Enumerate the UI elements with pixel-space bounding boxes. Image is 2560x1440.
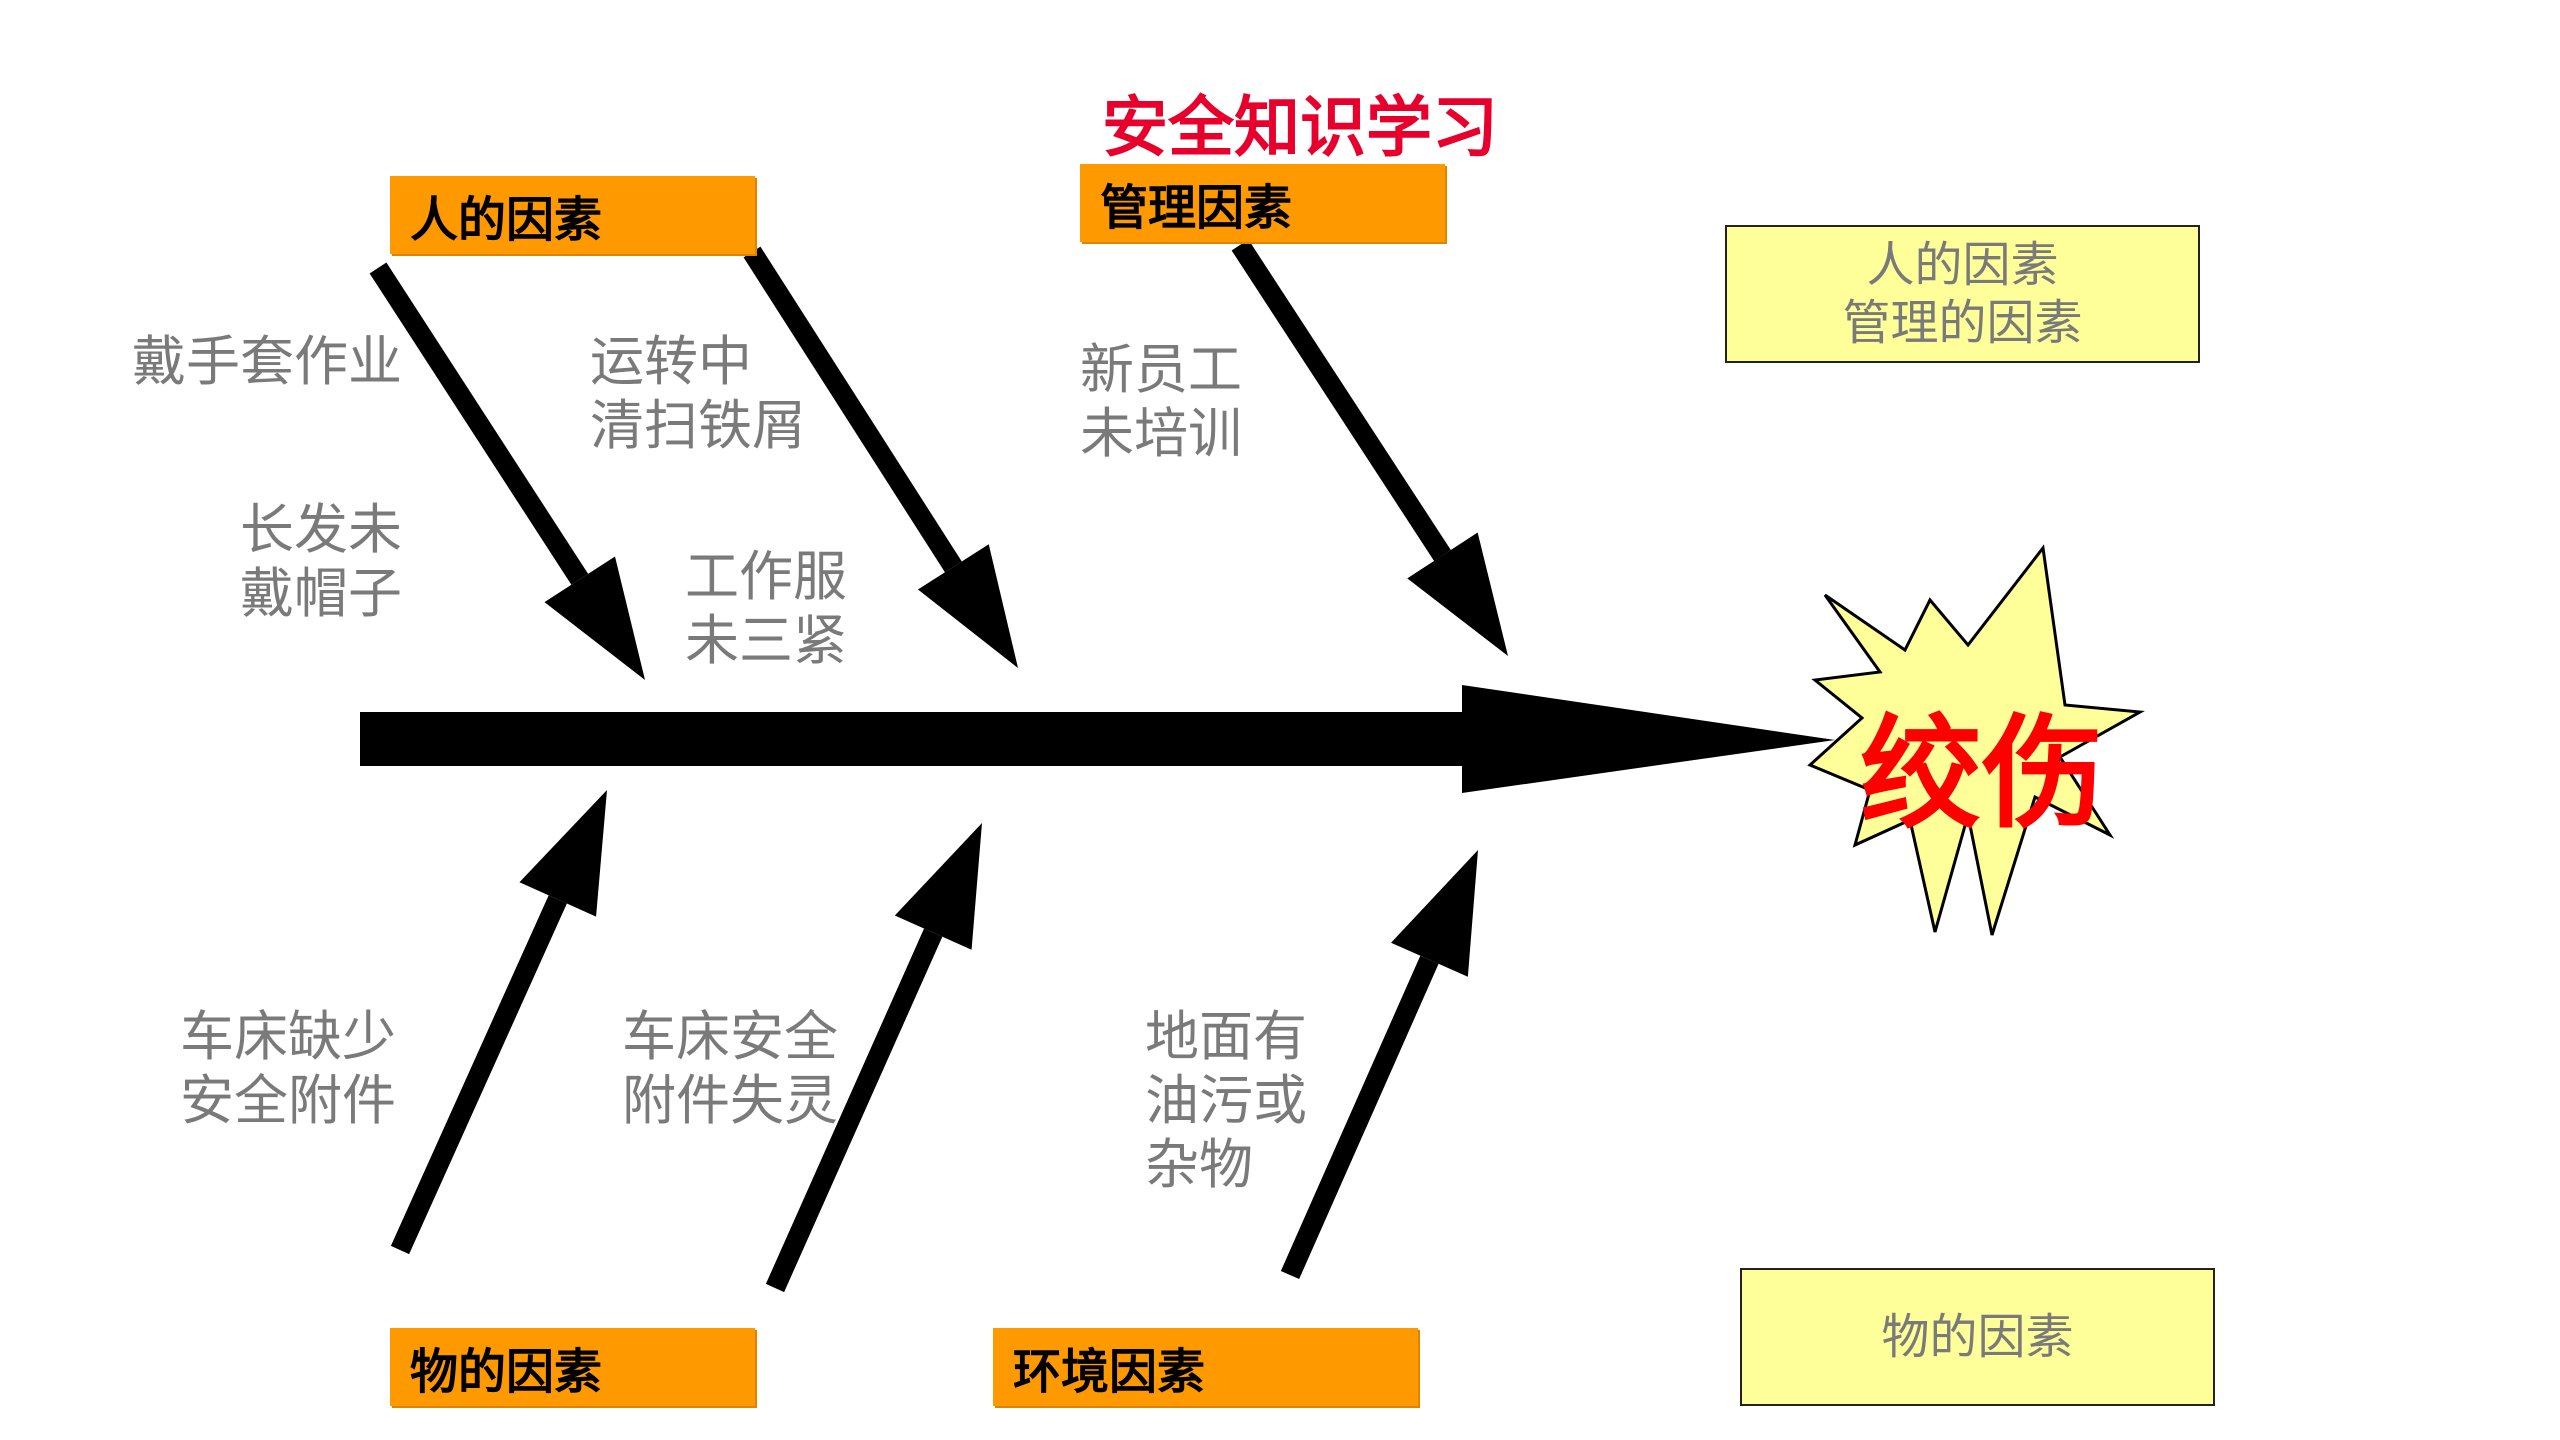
spine-head — [1462, 685, 1835, 793]
cause-lathe-fail: 车床安全 附件失灵 — [622, 1005, 838, 1132]
category-environment: 环境因素 — [993, 1328, 1418, 1406]
effect-starburst — [1807, 544, 2145, 936]
legend-material: 物的因素 — [1740, 1268, 2215, 1406]
bone-material-1-arrowhead — [519, 790, 607, 917]
bone-people-1-arrowhead — [544, 556, 645, 680]
cause-cleaning: 运转中 清扫铁屑 — [590, 330, 806, 457]
cause-long-hair: 长发未 戴帽子 — [240, 498, 402, 625]
cause-gloves: 戴手套作业 — [132, 330, 402, 393]
effect-label: 绞伤 — [1860, 703, 2104, 845]
legend-people-management: 人的因素 管理的因素 — [1725, 225, 2200, 363]
bone-management-1-shaft — [1231, 239, 1451, 561]
bone-people-1-shaft — [369, 262, 589, 585]
spine-shaft — [360, 712, 1470, 766]
bone-people-2-arrowhead — [917, 544, 1018, 668]
bone-material-2-arrowhead — [894, 823, 982, 950]
bone-environment-1-shaft — [1280, 955, 1439, 1280]
bone-management-1-arrowhead — [1407, 532, 1508, 656]
cause-lathe-missing: 车床缺少 安全附件 — [180, 1005, 396, 1132]
bone-material-2-shaft — [765, 928, 943, 1293]
cause-training: 新员工 未培训 — [1080, 338, 1242, 465]
bone-material-1-shaft — [390, 895, 567, 1255]
legend-people-label: 人的因素 — [1866, 237, 2059, 293]
cause-floor: 地面有 油污或 杂物 — [1145, 1005, 1307, 1196]
legend-material-label: 物的因素 — [1881, 1309, 2074, 1365]
legend-management-label: 管理的因素 — [1842, 295, 2083, 351]
cause-workwear: 工作服 未三紧 — [685, 545, 847, 672]
category-people: 人的因素 — [390, 176, 755, 254]
bone-environment-1-arrowhead — [1391, 850, 1478, 977]
diagram-title: 安全知识学习 — [1102, 89, 1498, 166]
bone-people-2-shaft — [743, 246, 962, 573]
category-management: 管理因素 — [1080, 164, 1445, 242]
category-material: 物的因素 — [390, 1328, 755, 1406]
